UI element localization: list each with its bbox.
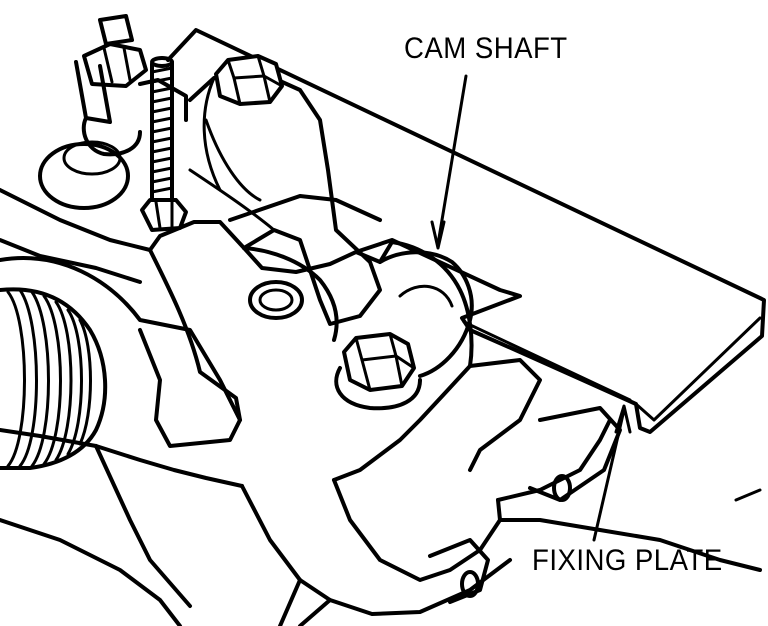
mount-lugs [428, 406, 762, 604]
cam-shaft-label: CAM SHAFT [404, 32, 568, 65]
fixing-plate-label: FIXING PLATE [532, 544, 723, 577]
threaded-stud [140, 56, 188, 232]
threaded-cylinder [0, 256, 242, 470]
top-bolt [214, 54, 284, 106]
bearing-cap-right [188, 70, 382, 326]
rocker-adjuster [38, 14, 188, 210]
fixing-plate [166, 28, 766, 434]
front-bolt [334, 332, 422, 411]
camshaft-lobe [378, 250, 474, 378]
leader-lines [430, 74, 632, 542]
bearing-cap-left [138, 246, 339, 448]
